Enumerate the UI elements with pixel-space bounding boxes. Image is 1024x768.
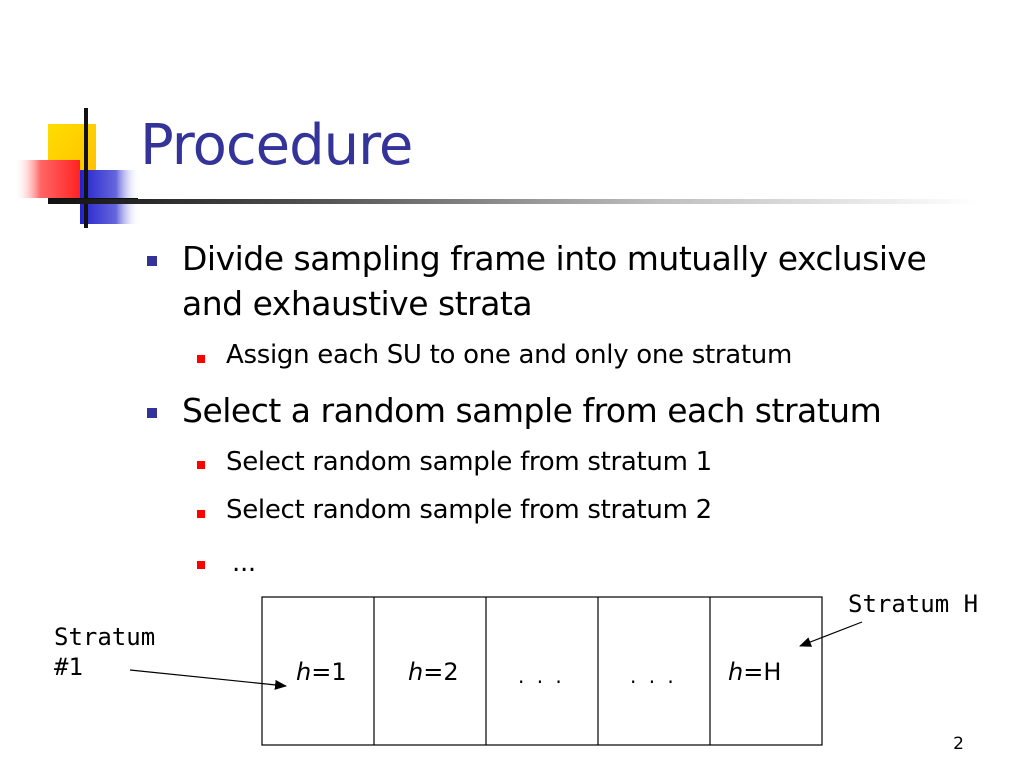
sub-bullet-item: Select random sample from stratum 2 bbox=[226, 495, 712, 525]
stratum-cell-ellipsis: . . . bbox=[518, 664, 565, 688]
bullet-item: Divide sampling frame into mutually excl… bbox=[182, 236, 1002, 326]
title-underline bbox=[48, 199, 978, 204]
arrow-stratum-1 bbox=[129, 669, 287, 690]
stratum-cell-label: h=1 bbox=[296, 658, 347, 686]
slide-title: Procedure bbox=[140, 113, 413, 178]
stratum-h-label: Stratum H bbox=[848, 590, 979, 618]
sub-bullet-marker bbox=[197, 461, 205, 469]
page-number: 2 bbox=[953, 734, 964, 754]
stratum-cell-label: h=2 bbox=[408, 658, 459, 686]
logo-vertical-line bbox=[84, 108, 88, 228]
stratum-cell-label: h=H bbox=[728, 658, 782, 686]
strata-box bbox=[261, 596, 823, 746]
sub-bullet-marker bbox=[197, 355, 205, 363]
slide-logo bbox=[14, 108, 140, 228]
bullet-text: Select a random sample from each stratum bbox=[182, 391, 882, 430]
sub-bullet-item: ... bbox=[232, 548, 256, 578]
stratum-cell-ellipsis: . . . bbox=[630, 664, 677, 688]
bullet-marker bbox=[147, 408, 157, 418]
stratum-1-label: Stratum #1 bbox=[54, 623, 156, 681]
bullet-item: Select a random sample from each stratum bbox=[182, 388, 1002, 433]
logo-blue-bar bbox=[80, 170, 140, 224]
arrow-stratum-h bbox=[799, 621, 863, 647]
sub-bullet-item: Select random sample from stratum 1 bbox=[226, 447, 712, 477]
logo-red-bar bbox=[14, 160, 80, 198]
sub-bullet-marker bbox=[197, 510, 205, 518]
sub-bullet-item: Assign each SU to one and only one strat… bbox=[226, 340, 792, 370]
bullet-text: and exhaustive strata bbox=[182, 284, 533, 323]
bullet-marker bbox=[147, 256, 157, 266]
bullet-text: Divide sampling frame into mutually excl… bbox=[182, 239, 927, 278]
sub-bullet-marker bbox=[197, 561, 205, 569]
